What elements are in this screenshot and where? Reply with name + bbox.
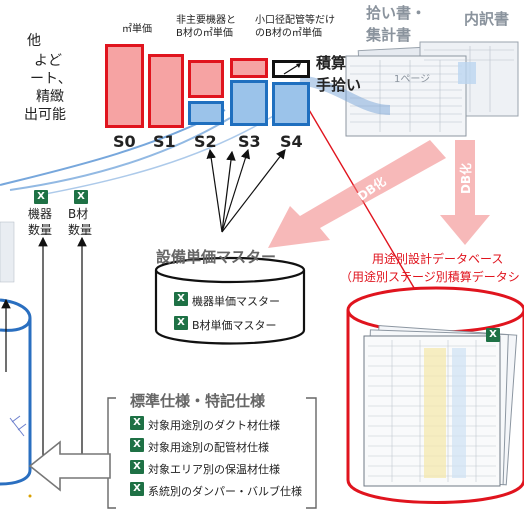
left-text-3: ート、 [30,71,72,87]
spec-item-2: 対象用途別の配管材仕様 [148,441,269,454]
equipment-master-item: 機器単価マスター [192,295,280,308]
standard-spec-title: 標準仕様・特記仕様 [126,390,270,411]
left-text-4: 精緻 [36,89,64,105]
stage-bar-s3-blue [230,80,268,126]
bmat-master-excel-icon: X [174,316,188,330]
bmat-excel-icon: X [74,190,88,204]
spec-item-4-excel-icon: X [130,482,144,496]
spec-item-3: 対象エリア別の保温材仕様 [148,463,280,476]
stage-bar-s2-red [188,60,224,98]
left-cylinder [0,221,32,486]
bmat-master-item: B材単価マスター [192,319,277,332]
stage-label-s2: S2 [194,132,217,151]
left-text-2: よど [34,53,62,69]
spec-item-4: 系統別のダンパー・バルブ仕様 [148,485,302,498]
documents-stack [345,41,519,137]
spec-item-3-excel-icon: X [130,460,144,474]
stage-label-s1: S1 [153,132,176,151]
page-text: 1ページ [394,74,431,85]
stage-label-s4: S4 [280,132,303,151]
stage-bar-s3-red [230,58,268,78]
stage-bar-s1 [148,54,184,128]
stage-label-s3: S3 [238,132,261,151]
unit-price-master-title: 設備単価マスター [156,248,277,266]
estimate-line2: 手拾い [316,76,362,94]
spec-item-1: 対象用途別のダクト材仕様 [148,419,280,432]
db-arrow-right-label: DB化 [459,162,474,195]
label-small-pipe: 小口径配管等だけ のB材の㎡単価 [255,15,335,39]
stage-bar-s2-blue [188,101,224,125]
estimate-line1: 積算 [316,54,347,72]
equipment-quantity-label: 機器 数量 [28,207,53,237]
left-text-5: 出可能 [24,107,66,123]
stage-label-s0: S0 [113,132,136,151]
s4-arrow-icon [283,63,301,75]
pickup-doc-label: 拾い書・ 集計書 [366,4,427,44]
spec-item-2-excel-icon: X [130,438,144,452]
hollow-arrow-left [28,440,111,492]
breakdown-doc-label: 内訳書 [464,10,510,28]
usage-db-title-2: （用途別ステージ別積算データシ [340,270,520,284]
db-arrow-right-shape [440,140,490,245]
stage-bar-s0 [105,44,144,128]
stage-bar-s4-blue [272,82,310,126]
label-non-main: 非主要機器と B材の㎡単価 [176,15,236,39]
spec-item-1-excel-icon: X [130,416,144,430]
master-arrows [206,148,286,233]
left-text-1: 他 [27,33,41,49]
usage-db-excel-icon: X [486,328,500,342]
usage-db-title-1: 用途別設計データベース [372,252,504,266]
unit-price-master-cylinder [154,256,306,345]
equipment-master-excel-icon: X [174,292,188,306]
equipment-excel-icon: X [34,190,48,204]
usage-db-cylinder [346,286,524,504]
worker-figure [9,415,32,498]
bmat-quantity-label: B材 数量 [68,207,93,237]
db-arrow-left-shape [268,140,446,248]
label-m2-price: ㎡単価 [122,24,152,35]
standard-spec-frame [107,397,317,509]
